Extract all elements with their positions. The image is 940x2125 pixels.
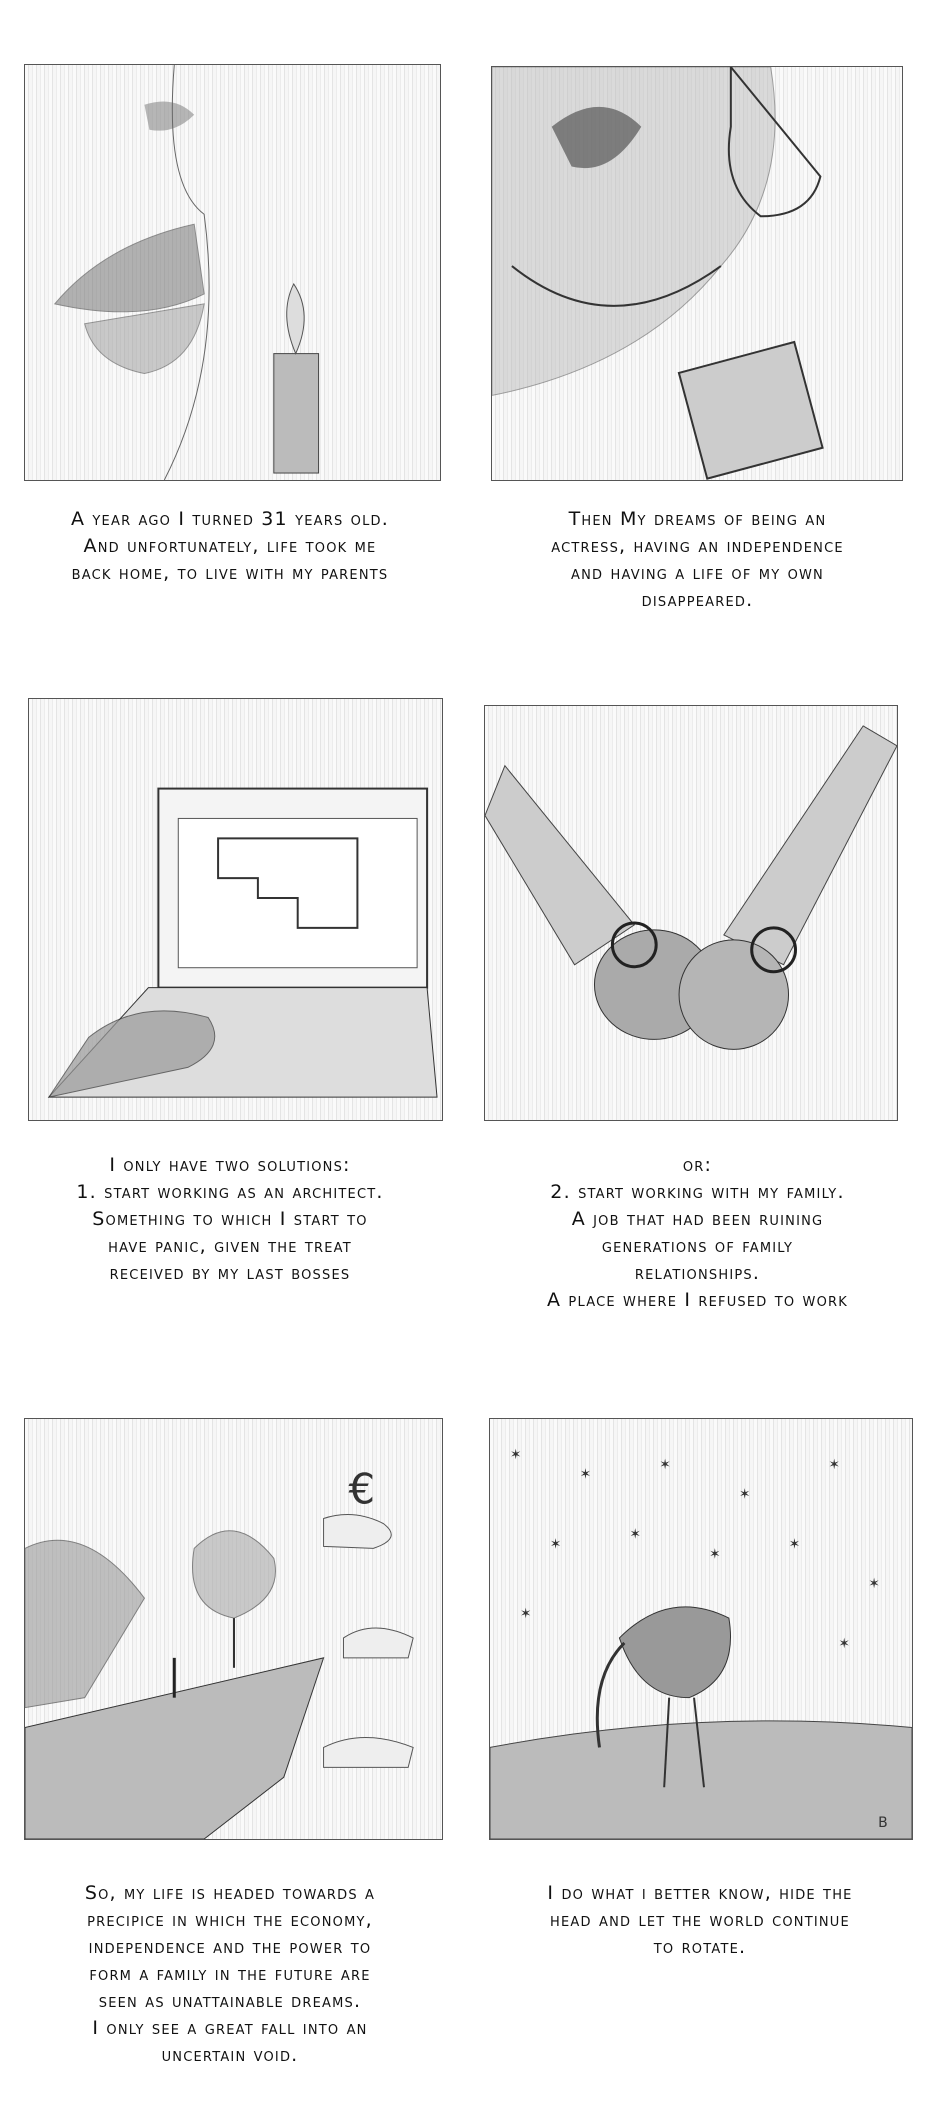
caption-line: back home, to live with my parents xyxy=(71,562,389,584)
caption-4: or: 2. start working with my family. A j… xyxy=(475,1152,920,1314)
panel-handcuffs xyxy=(484,705,898,1121)
svg-text:✶: ✶ xyxy=(868,1576,880,1592)
caption-line: relationships. xyxy=(634,1262,761,1284)
caption-line: precipice in which the economy, xyxy=(87,1909,373,1931)
caption-5: So, my life is headed towards a precipic… xyxy=(10,1880,450,2069)
ostrich-sketch: ✶ ✶ ✶ ✶ ✶ ✶ ✶ ✶ ✶ ✶ ✶ ✶ B xyxy=(490,1447,912,1839)
caption-line: And unfortunately, life took me xyxy=(83,535,377,557)
svg-text:✶: ✶ xyxy=(629,1526,641,1542)
svg-text:✶: ✶ xyxy=(838,1636,850,1652)
euro-icon: € xyxy=(348,1465,375,1514)
svg-text:✶: ✶ xyxy=(709,1546,721,1562)
panel-precipice: € xyxy=(24,1418,443,1840)
svg-text:✶: ✶ xyxy=(739,1487,751,1503)
svg-text:✶: ✶ xyxy=(580,1467,592,1483)
panel-ostrich: ✶ ✶ ✶ ✶ ✶ ✶ ✶ ✶ ✶ ✶ ✶ ✶ B xyxy=(489,1418,913,1840)
caption-line: or: xyxy=(682,1154,713,1176)
svg-text:✶: ✶ xyxy=(828,1457,840,1473)
caption-line: uncertain void. xyxy=(161,2044,299,2066)
precipice-sketch: € xyxy=(25,1465,414,1839)
panel-laptop xyxy=(28,698,443,1121)
caption-line: form a family in the future are xyxy=(89,1963,371,1985)
caption-6: I do what i better know, hide the head a… xyxy=(480,1880,920,1961)
caption-line: Then My dreams of being an xyxy=(568,508,827,530)
caption-1: A year ago I turned 31 years old. And un… xyxy=(10,506,450,587)
panel-lips-candle xyxy=(24,64,441,481)
caption-line: have panic, given the treat xyxy=(108,1235,352,1257)
svg-text:✶: ✶ xyxy=(789,1536,801,1552)
caption-line: to rotate. xyxy=(653,1936,747,1958)
caption-line: generations of family xyxy=(601,1235,794,1257)
caption-line: A place where I refused to work xyxy=(547,1289,848,1311)
caption-line: 2. start working with my family. xyxy=(550,1181,845,1203)
caption-line: disappeared. xyxy=(641,589,754,611)
caption-line: head and let the world continue xyxy=(550,1909,850,1931)
caption-line: I only have two solutions: xyxy=(109,1154,351,1176)
caption-line: So, my life is headed towards a xyxy=(84,1882,376,1904)
svg-text:✶: ✶ xyxy=(520,1606,532,1622)
caption-2: Then My dreams of being an actress, havi… xyxy=(475,506,920,614)
caption-line: A year ago I turned 31 years old. xyxy=(70,508,389,530)
face-phone-sketch xyxy=(492,67,824,480)
caption-line: Something to which I start to xyxy=(92,1208,368,1230)
caption-line: independence and the power to xyxy=(88,1936,372,1958)
signature: B xyxy=(878,1815,888,1831)
caption-3: I only have two solutions: 1. start work… xyxy=(10,1152,450,1287)
caption-line: received by my last bosses xyxy=(109,1262,351,1284)
panel-face-phone xyxy=(491,66,903,481)
caption-line: A job that had been ruining xyxy=(571,1208,824,1230)
caption-line: I do what i better know, hide the xyxy=(547,1882,853,1904)
caption-line: I only see a great fall into an xyxy=(92,2017,368,2039)
caption-line: 1. start working as an architect. xyxy=(76,1181,384,1203)
lips-candle-sketch xyxy=(53,65,320,480)
handcuffs-sketch xyxy=(485,725,897,1050)
svg-text:✶: ✶ xyxy=(659,1457,671,1473)
svg-text:✶: ✶ xyxy=(510,1447,522,1463)
svg-text:✶: ✶ xyxy=(550,1536,562,1552)
laptop-sketch xyxy=(47,787,438,1098)
caption-line: actress, having an independence xyxy=(551,535,844,557)
caption-line: seen as unattainable dreams. xyxy=(98,1990,362,2012)
caption-line: and having a life of my own xyxy=(571,562,824,584)
